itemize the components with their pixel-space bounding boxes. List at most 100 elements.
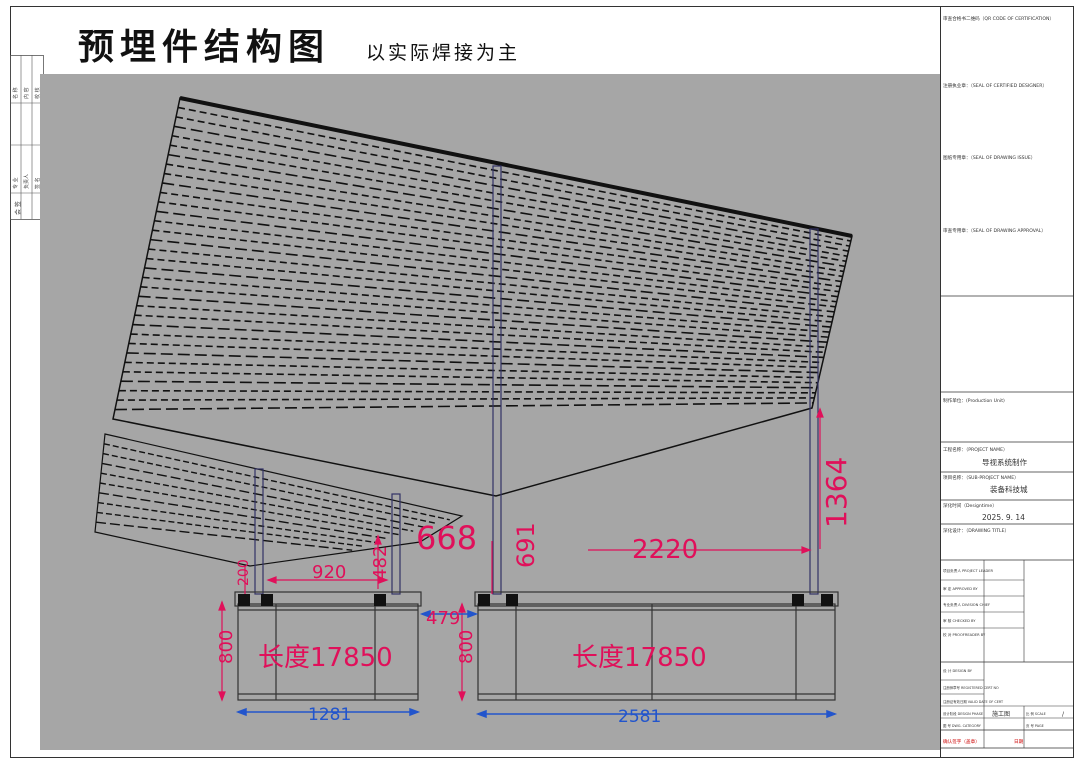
tb-reg-no-label: 注册师章号 REGISTERED CERT NO — [943, 685, 999, 690]
perforation-row — [99, 482, 402, 536]
small-panel — [94, 433, 464, 567]
drawing-title: 预埋件结构图 — [78, 26, 331, 68]
tb-footer-right: 日期 — [1014, 739, 1024, 745]
tb-design-label: 设 计 DESIGN BY — [943, 668, 973, 673]
perforation-row — [144, 267, 831, 328]
perforation-row — [156, 210, 838, 298]
tb-drawing-no-label: 图 号 DWG. CATEGORY — [943, 723, 982, 728]
tb-scale-label: 比 例 SCALE — [1026, 711, 1046, 716]
strip-label-5: 负责人 — [23, 174, 30, 189]
tb-phase-label: 设计阶段 DESIGN PHASE — [943, 711, 983, 716]
dim-668: 668 — [416, 519, 477, 557]
perforation-row — [122, 370, 818, 384]
dim-479: 479 — [426, 608, 460, 629]
embed-plate-2a — [478, 594, 490, 606]
perforation-row — [97, 501, 377, 544]
dim-200: 200 — [236, 559, 252, 586]
embed-plate-1a — [238, 594, 250, 606]
drawing-canvas: 200 920 482 668 691 2220 1364 479 800 80… — [40, 74, 940, 750]
left-binding-strip: 名 称 内 容 校 核 专 业 负责人 签 名 会 签 — [10, 55, 44, 220]
tb-seal-issue: 图纸专用章：（SEAL OF DRAWING ISSUE） — [943, 154, 1035, 161]
perforation-row — [116, 397, 815, 401]
perforation-row — [158, 201, 840, 293]
strip-label-6: 签 名 — [34, 177, 41, 189]
perforation-row — [142, 276, 830, 333]
perforation-row — [136, 304, 827, 349]
perforation-row — [150, 238, 835, 313]
perforation-row — [168, 153, 846, 268]
perforation-row — [126, 352, 821, 374]
perforation-row — [103, 443, 450, 521]
perforation-row — [164, 172, 843, 278]
perforation-row — [154, 219, 837, 303]
tb-role-4: 审 核 CHECKED BY — [943, 618, 976, 623]
dim-1364: 1364 — [820, 457, 853, 528]
dim-2220: 2220 — [632, 535, 698, 565]
dim-920: 920 — [312, 562, 346, 583]
dim-482: 482 — [370, 546, 391, 580]
tb-sub-project-value: 装备科技城 — [990, 484, 1028, 494]
dim-800-right: 800 — [456, 630, 477, 664]
perforation-row — [146, 257, 833, 323]
embed-plate-2c — [792, 594, 804, 606]
tb-production-unit: 制作单位：(Production Unit) — [943, 397, 1005, 404]
embed-plate-2b — [506, 594, 518, 606]
base-box-2 — [474, 591, 839, 701]
tb-sub-project-label: 项目名称：（SUB-PROJECT NAME） — [943, 474, 1019, 481]
title-block: 审查合格书二维码（QR CODE OF CERTIFICATION） 注册执业章… — [940, 6, 1074, 758]
perforation-row — [160, 191, 841, 288]
perforation-row — [175, 116, 850, 247]
dim-1281: 1281 — [308, 705, 351, 725]
tb-project-name-value: 导视系统制作 — [982, 457, 1027, 467]
tb-project-name-label: 工程名称：（PROJECT NAME） — [943, 446, 1008, 453]
perforation-row — [114, 402, 814, 411]
large-panel — [112, 96, 853, 497]
posts — [254, 165, 819, 595]
perforation-row — [134, 314, 825, 354]
strip-label-sign: 会 签 — [14, 201, 22, 215]
perforation-row — [162, 182, 842, 283]
tb-role-1: 项目负责人 PROJECT LEADER — [943, 568, 994, 573]
drawing-subtitle: 以实际焊接为主 — [366, 42, 521, 64]
tb-scale-value: / — [1062, 711, 1065, 718]
tb-reg-date-label: 注册证有效日期 VALID DATE OF CERT — [943, 699, 1004, 704]
perforation-row — [152, 229, 836, 308]
length-label-left: 长度17850 — [258, 643, 393, 673]
blue-dimension-lines — [235, 609, 838, 719]
tb-role-5: 校 对 PROOFREADER BY — [943, 632, 986, 637]
perforation-row — [138, 295, 828, 344]
perforation-row — [148, 248, 834, 318]
perforation-row — [124, 361, 820, 379]
tb-date-label: 深化时间（Designtime） — [943, 502, 997, 509]
strip-label-2: 内 容 — [23, 87, 30, 99]
tb-date-value: 2025. 9. 14 — [982, 513, 1025, 522]
tb-seal-designer: 注册执业章：（SEAL OF CERTIFIED DESIGNER） — [943, 82, 1047, 89]
tb-seal-approval: 审查专用章：（SEAL OF DRAWING APPROVAL） — [943, 227, 1046, 234]
tb-phase-value: 施工图 — [992, 710, 1010, 718]
strip-label-4: 专 业 — [12, 177, 19, 189]
dimension-lines — [218, 407, 824, 702]
dim-800-left: 800 — [216, 630, 237, 664]
perforation-row — [95, 521, 353, 551]
perforation-row — [173, 125, 849, 252]
tb-role-3: 专业负责人 DIVISION CHIEF — [943, 602, 990, 607]
perforation-row — [120, 380, 817, 389]
perforation-row — [171, 134, 848, 258]
perforation-row — [166, 163, 844, 273]
dim-691: 691 — [512, 522, 540, 568]
perforation-row — [102, 452, 438, 525]
perforation-row — [130, 333, 823, 364]
strip-label-3: 校 核 — [34, 87, 41, 99]
dim-2581: 2581 — [618, 707, 661, 727]
embed-plate-2d — [821, 594, 833, 606]
embed-plate-1b — [261, 594, 273, 606]
perforation-row — [140, 286, 829, 338]
tb-role-2: 审 定 APPROVED BY — [943, 586, 978, 591]
perforation-row — [132, 323, 824, 359]
perforation-row — [101, 462, 426, 529]
tb-footer-left: 确认签字（盖章） — [943, 738, 980, 745]
perforation-row — [98, 492, 389, 540]
perforation-row — [170, 144, 847, 263]
base-box-1 — [234, 591, 422, 701]
perforation-row — [177, 106, 851, 242]
